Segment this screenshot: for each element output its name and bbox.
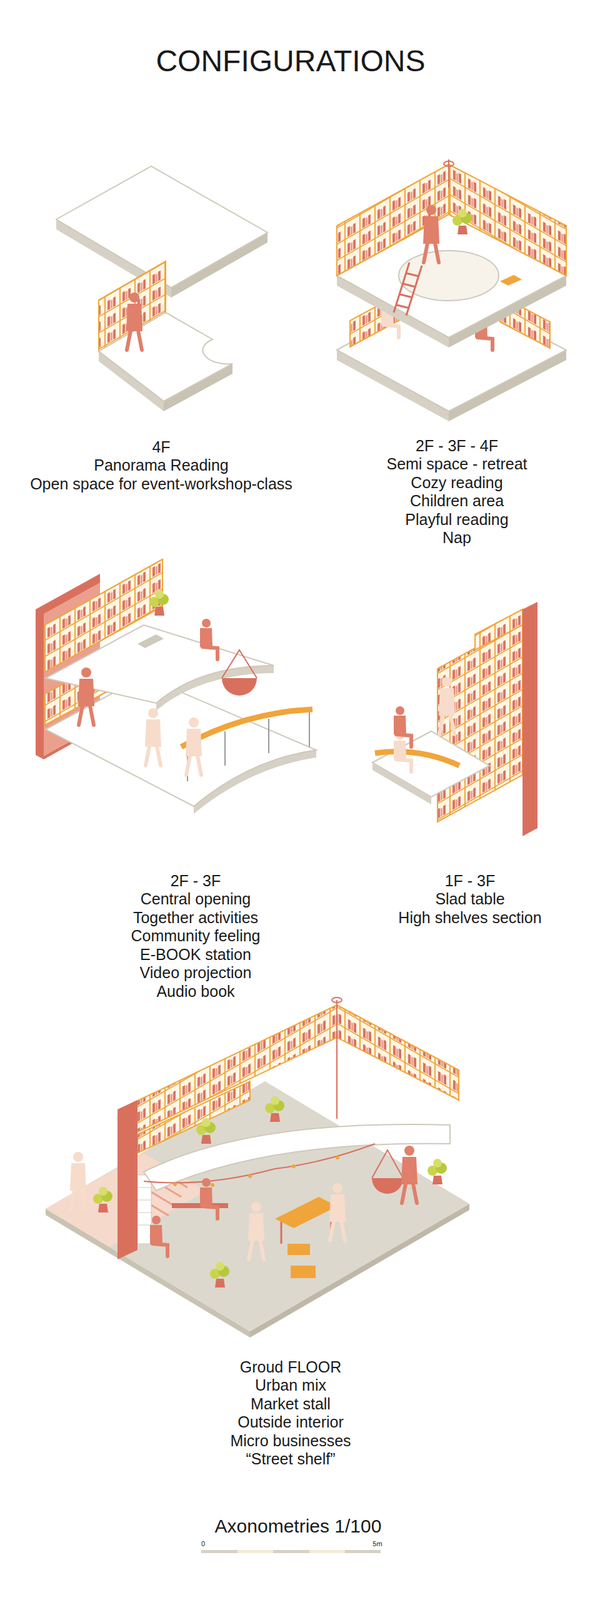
program-label: Panorama Reading bbox=[93, 456, 229, 475]
program-label: Micro businesses bbox=[230, 1431, 351, 1450]
scale-mark: 0 bbox=[201, 1540, 205, 1549]
high-shelves bbox=[372, 601, 538, 837]
floor-label: 4F bbox=[151, 438, 170, 457]
program-label: Semi space - retreat bbox=[386, 455, 527, 474]
program-label: Together activities bbox=[133, 908, 259, 927]
program-label: Market stall bbox=[250, 1395, 331, 1414]
program-label: E-BOOK station bbox=[140, 945, 252, 964]
panorama-floor bbox=[56, 166, 268, 412]
central-opening bbox=[35, 559, 317, 814]
sheet-title: CONFIGURATIONS bbox=[155, 43, 425, 79]
program-label: Audio book bbox=[156, 982, 235, 1001]
program-label: Children area bbox=[410, 491, 504, 510]
program-label: Outside interior bbox=[237, 1413, 344, 1432]
floor-label: Groud FLOOR bbox=[240, 1358, 342, 1377]
program-label: “Street shelf” bbox=[245, 1450, 335, 1469]
floor-label: 1F - 3F bbox=[445, 871, 496, 890]
program-label: Open space for event-workshop-class bbox=[30, 475, 293, 494]
retreat-floors bbox=[336, 159, 567, 422]
program-label: Urban mix bbox=[255, 1376, 327, 1395]
program-label: Central opening bbox=[140, 890, 252, 909]
scale-mark: 5m bbox=[372, 1540, 382, 1549]
floor-label: 2F - 3F bbox=[170, 871, 222, 890]
program-label: Playful reading bbox=[405, 510, 509, 529]
program-label: Slad table bbox=[435, 890, 505, 909]
ground-floor bbox=[45, 997, 470, 1338]
program-label: Community feeling bbox=[130, 926, 260, 945]
program-label: High shelves section bbox=[398, 908, 542, 927]
scale-caption: Axonometries 1/100 bbox=[215, 1515, 382, 1538]
program-label: Cozy reading bbox=[410, 473, 503, 492]
scale-bar bbox=[201, 1550, 381, 1554]
program-label: Video projection bbox=[140, 963, 252, 982]
program-label: Nap bbox=[442, 528, 472, 547]
floor-label: 2F - 3F - 4F bbox=[415, 436, 499, 455]
